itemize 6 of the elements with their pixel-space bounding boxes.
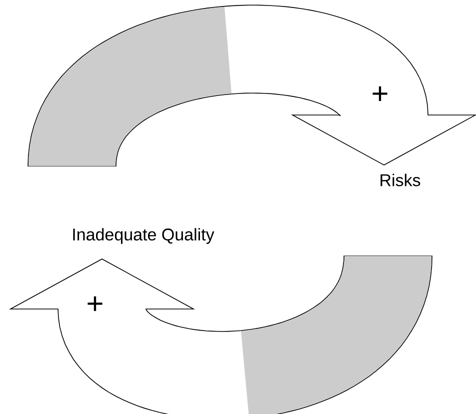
curved-arrow — [8, 256, 432, 414]
node-label: Inadequate Quality — [73, 228, 214, 244]
node-label: Risks — [380, 174, 420, 186]
edge-label: + — [85, 295, 105, 315]
edge-label: + — [370, 85, 390, 105]
curved-arrow — [28, 4, 476, 166]
